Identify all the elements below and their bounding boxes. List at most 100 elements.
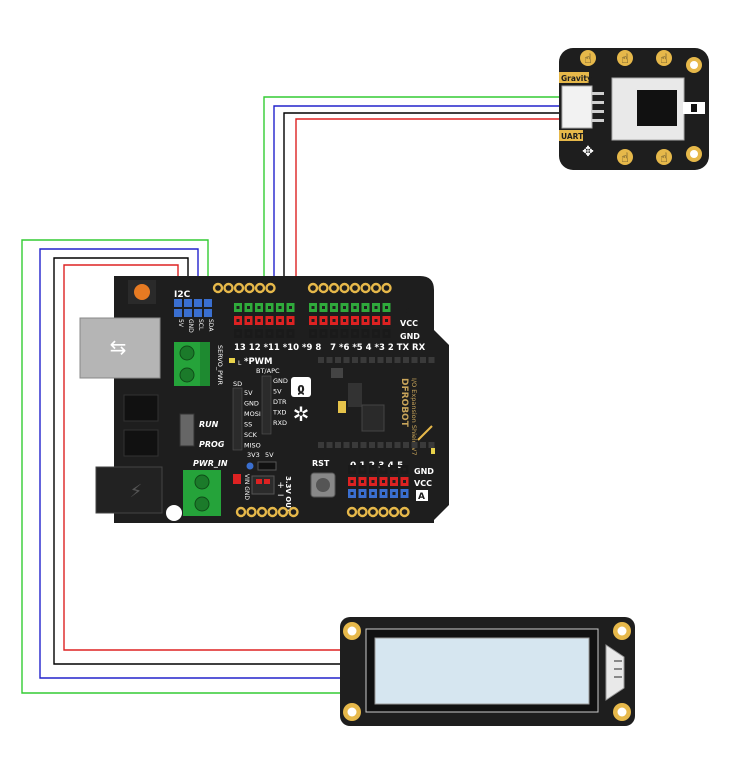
gnd-pin-hole — [268, 332, 271, 335]
inner-pin — [369, 442, 375, 448]
bt-pin-label: DTR — [273, 398, 287, 406]
d-label: D — [402, 307, 409, 317]
analog-gnd-pin-hole — [350, 468, 354, 471]
inner-pin — [386, 442, 392, 448]
inner-pin — [420, 442, 426, 448]
header-pad-hole — [246, 285, 253, 291]
digital-pin-hole — [332, 306, 336, 309]
analog-vcc-pin-hole — [371, 480, 375, 483]
usb-port — [79, 317, 161, 379]
i2c-pin — [174, 309, 182, 317]
inner-pin — [411, 442, 418, 448]
digital-pin-hole — [268, 306, 271, 309]
touch-icons: ☝ ☝ ☝ ☝ ☝ — [580, 50, 672, 166]
chip-transistor — [348, 383, 362, 407]
digital-pin-hole — [322, 306, 325, 309]
header-pad-hole — [238, 509, 244, 515]
sd-pin-label: SCK — [244, 431, 258, 439]
digital-vcc-row — [234, 316, 391, 325]
wire-lcd-green — [21, 239, 346, 694]
sd-label: SD — [233, 380, 242, 388]
header-pad-hole — [259, 509, 265, 515]
svg-text:ჲ: ჲ — [297, 381, 305, 397]
inner-pin — [394, 357, 401, 363]
i2c-pin — [194, 299, 202, 307]
vcc-pin-hole — [332, 319, 336, 322]
analog-vcc-pin-hole — [392, 480, 396, 483]
svg-text:☝: ☝ — [621, 151, 629, 166]
i2c-label: I2C — [174, 290, 191, 300]
wire-sensor-green — [263, 96, 560, 300]
wire-sensor-red — [295, 118, 560, 300]
header-pad-hole — [310, 285, 316, 291]
gravity-uart-sensor: Gravity UART ☝ ☝ ☝ ☝ ☝ ✥ — [559, 48, 709, 170]
bottom-inner-header — [318, 442, 435, 448]
header-pad-hole — [391, 509, 397, 515]
analog-pin-hole — [361, 492, 364, 495]
wires — [21, 96, 560, 694]
analog-gnd-row — [348, 465, 409, 474]
inner-pin — [403, 357, 409, 363]
inner-pin — [360, 442, 367, 448]
analog-vcc-pin-hole — [382, 480, 385, 483]
lcd-screen — [374, 637, 590, 705]
pwr-in-label: PWR_IN — [193, 459, 228, 468]
header-pad-hole — [383, 285, 390, 291]
inner-pin — [411, 357, 418, 363]
digital-pin-hole — [247, 306, 250, 309]
dpad-icon: ✥ — [582, 144, 594, 160]
svg-text:+: + — [277, 481, 285, 491]
i2c-pin — [204, 299, 212, 307]
gravity-label: Gravity — [561, 74, 592, 83]
vcc-pin-hole — [257, 319, 261, 322]
header-pad-hole — [248, 509, 255, 515]
vin-red-pin — [233, 474, 241, 484]
analog-gnd-pin-hole — [382, 468, 385, 471]
vcc-pin-hole — [353, 319, 357, 322]
prog-label: PROG — [199, 440, 225, 449]
vcc-pin-hole — [364, 319, 367, 322]
lcd-mount-holes — [343, 622, 631, 721]
vcc-pin-hole — [385, 319, 388, 322]
led-l — [229, 358, 235, 363]
inner-pin — [335, 357, 341, 363]
inner-header-row — [318, 357, 435, 363]
servo-pwr-label: SERVO_PWR — [216, 345, 224, 385]
a-label: A — [418, 492, 425, 502]
vcc-pin-hole — [374, 319, 378, 322]
inner-pin — [394, 442, 401, 448]
analog-pin-hole — [392, 492, 396, 495]
i2c-pin — [184, 309, 192, 317]
jumper-5v — [257, 461, 277, 471]
header-pad-hole — [320, 285, 327, 291]
i2c-pin-label: SCL — [197, 319, 204, 331]
run-label: RUN — [199, 420, 219, 429]
gnd-pin-hole — [322, 332, 325, 335]
gear-icon: ✲ — [293, 402, 310, 426]
v33-label: 3V3 — [247, 451, 260, 459]
header-pad-hole — [349, 509, 355, 515]
analog-pin-hole — [350, 492, 354, 495]
vcc-pin-hole — [236, 319, 240, 322]
lcd-module — [340, 617, 635, 726]
sd-header — [232, 387, 243, 451]
analog-gnd-pin-hole — [392, 468, 396, 471]
sd-pin-label: MOSI — [244, 410, 261, 418]
vcc-pin-hole — [289, 319, 292, 322]
vcc-label: VCC — [400, 319, 418, 328]
lcd-connector — [605, 644, 625, 701]
header-pad-hole — [257, 285, 263, 291]
analog-pin-hole — [382, 492, 385, 495]
digital-pin-hole — [289, 306, 292, 309]
header-pad-hole — [373, 285, 379, 291]
gnd-pin-hole — [247, 332, 250, 335]
vcc-pin-hole — [268, 319, 271, 322]
bt-pin-label: GND — [273, 377, 288, 385]
inner-pin — [428, 357, 435, 363]
gnd-pin-hole — [385, 332, 388, 335]
inner-pin — [326, 442, 333, 448]
vcc-pin-hole — [247, 319, 250, 322]
gnd-pin-hole — [374, 332, 378, 335]
wire-lcd-black — [53, 257, 346, 665]
orange-button-cap — [134, 284, 150, 300]
